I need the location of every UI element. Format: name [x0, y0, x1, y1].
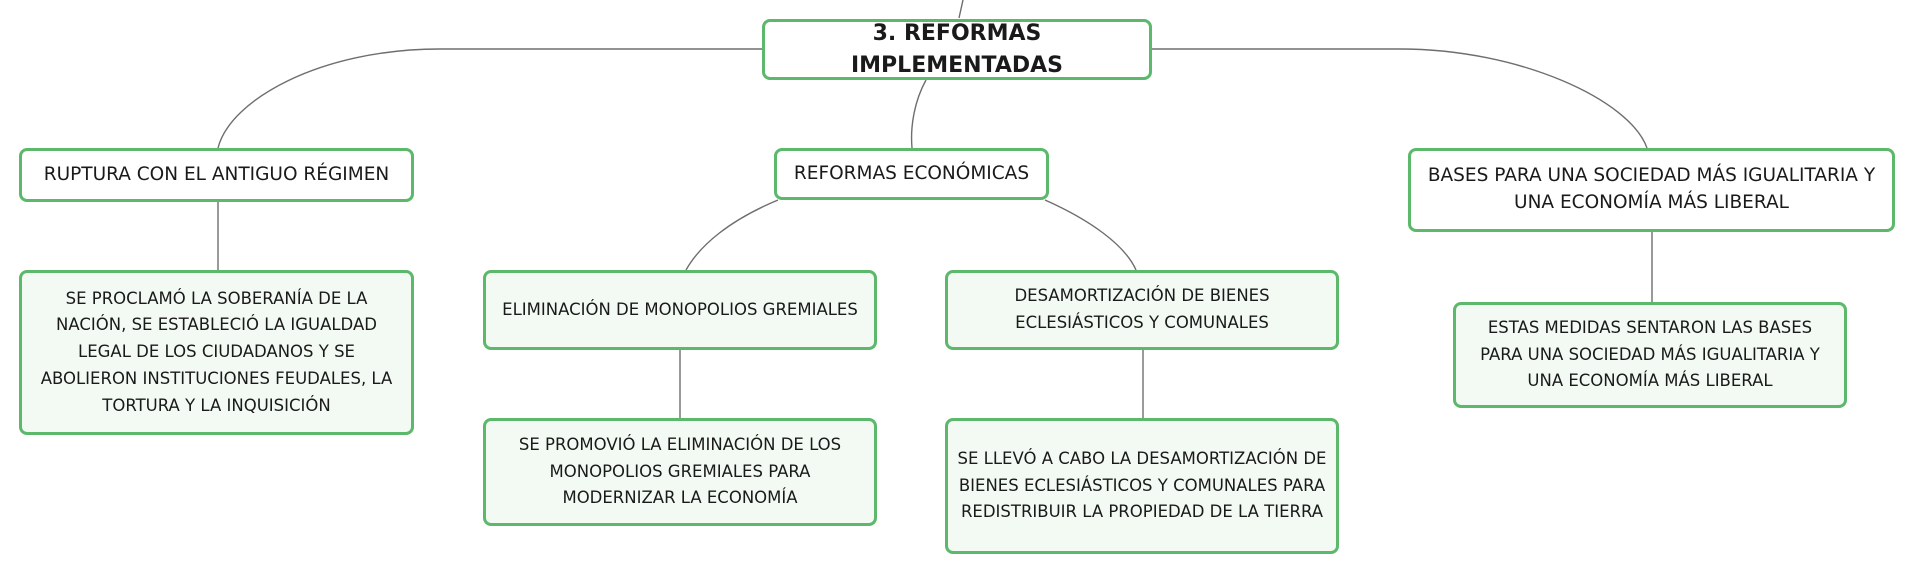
node-ruptura-detail-text: SE PROCLAMÓ LA SOBERANÍA DE LA NACIÓN, S…	[40, 288, 393, 415]
node-eliminacion-monopolios-label: ELIMINACIÓN DE MONOPOLIOS GREMIALES	[502, 300, 858, 320]
connector-root-to-ruptura	[217, 48, 762, 149]
node-desamortizacion-bienes[interactable]: DESAMORTIZACIÓN DE BIENES ECLESIÁSTICOS …	[945, 270, 1339, 350]
node-monopolios-detail[interactable]: SE PROMOVIÓ LA ELIMINACIÓN DE LOS MONOPO…	[483, 418, 877, 526]
node-desamortizacion-detail-text: SE LLEVÓ A CABO LA DESAMORTIZACIÓN DE BI…	[957, 448, 1327, 522]
node-bases-detail-text: ESTAS MEDIDAS SENTARON LAS BASES PARA UN…	[1480, 317, 1820, 391]
node-ruptura-antiguo-regimen-label: RUPTURA CON EL ANTIGUO RÉGIMEN	[43, 163, 390, 185]
node-reformas-economicas[interactable]: REFORMAS ECONÓMICAS	[774, 148, 1049, 200]
node-ruptura-antiguo-regimen[interactable]: RUPTURA CON EL ANTIGUO RÉGIMEN	[19, 148, 414, 202]
connector-economicas-to-desamortizacion	[1044, 199, 1137, 271]
node-monopolios-detail-text: SE PROMOVIÓ LA ELIMINACIÓN DE LOS MONOPO…	[518, 434, 842, 508]
connector-root-to-bases	[1152, 48, 1648, 149]
node-desamortizacion-detail[interactable]: SE LLEVÓ A CABO LA DESAMORTIZACIÓN DE BI…	[945, 418, 1339, 554]
node-bases-detail[interactable]: ESTAS MEDIDAS SENTARON LAS BASES PARA UN…	[1453, 302, 1847, 408]
connector-economicas-to-monopolios	[685, 199, 779, 271]
root-node-label: 3. REFORMAS IMPLEMENTADAS	[850, 20, 1064, 78]
connector-parent-to-root	[958, 0, 964, 19]
node-reformas-economicas-label: REFORMAS ECONÓMICAS	[793, 162, 1030, 184]
node-bases-sociedad-igualitaria-label: BASES PARA UNA SOCIEDAD MÁS IGUALITARIA …	[1427, 165, 1876, 213]
node-bases-sociedad-igualitaria[interactable]: BASES PARA UNA SOCIEDAD MÁS IGUALITARIA …	[1408, 148, 1895, 232]
node-desamortizacion-bienes-label: DESAMORTIZACIÓN DE BIENES ECLESIÁSTICOS …	[1014, 286, 1270, 332]
node-eliminacion-monopolios[interactable]: ELIMINACIÓN DE MONOPOLIOS GREMIALES	[483, 270, 877, 350]
connector-root-to-reformas-economicas	[910, 79, 927, 149]
root-node[interactable]: 3. REFORMAS IMPLEMENTADAS	[762, 19, 1152, 80]
node-ruptura-detail[interactable]: SE PROCLAMÓ LA SOBERANÍA DE LA NACIÓN, S…	[19, 270, 414, 435]
